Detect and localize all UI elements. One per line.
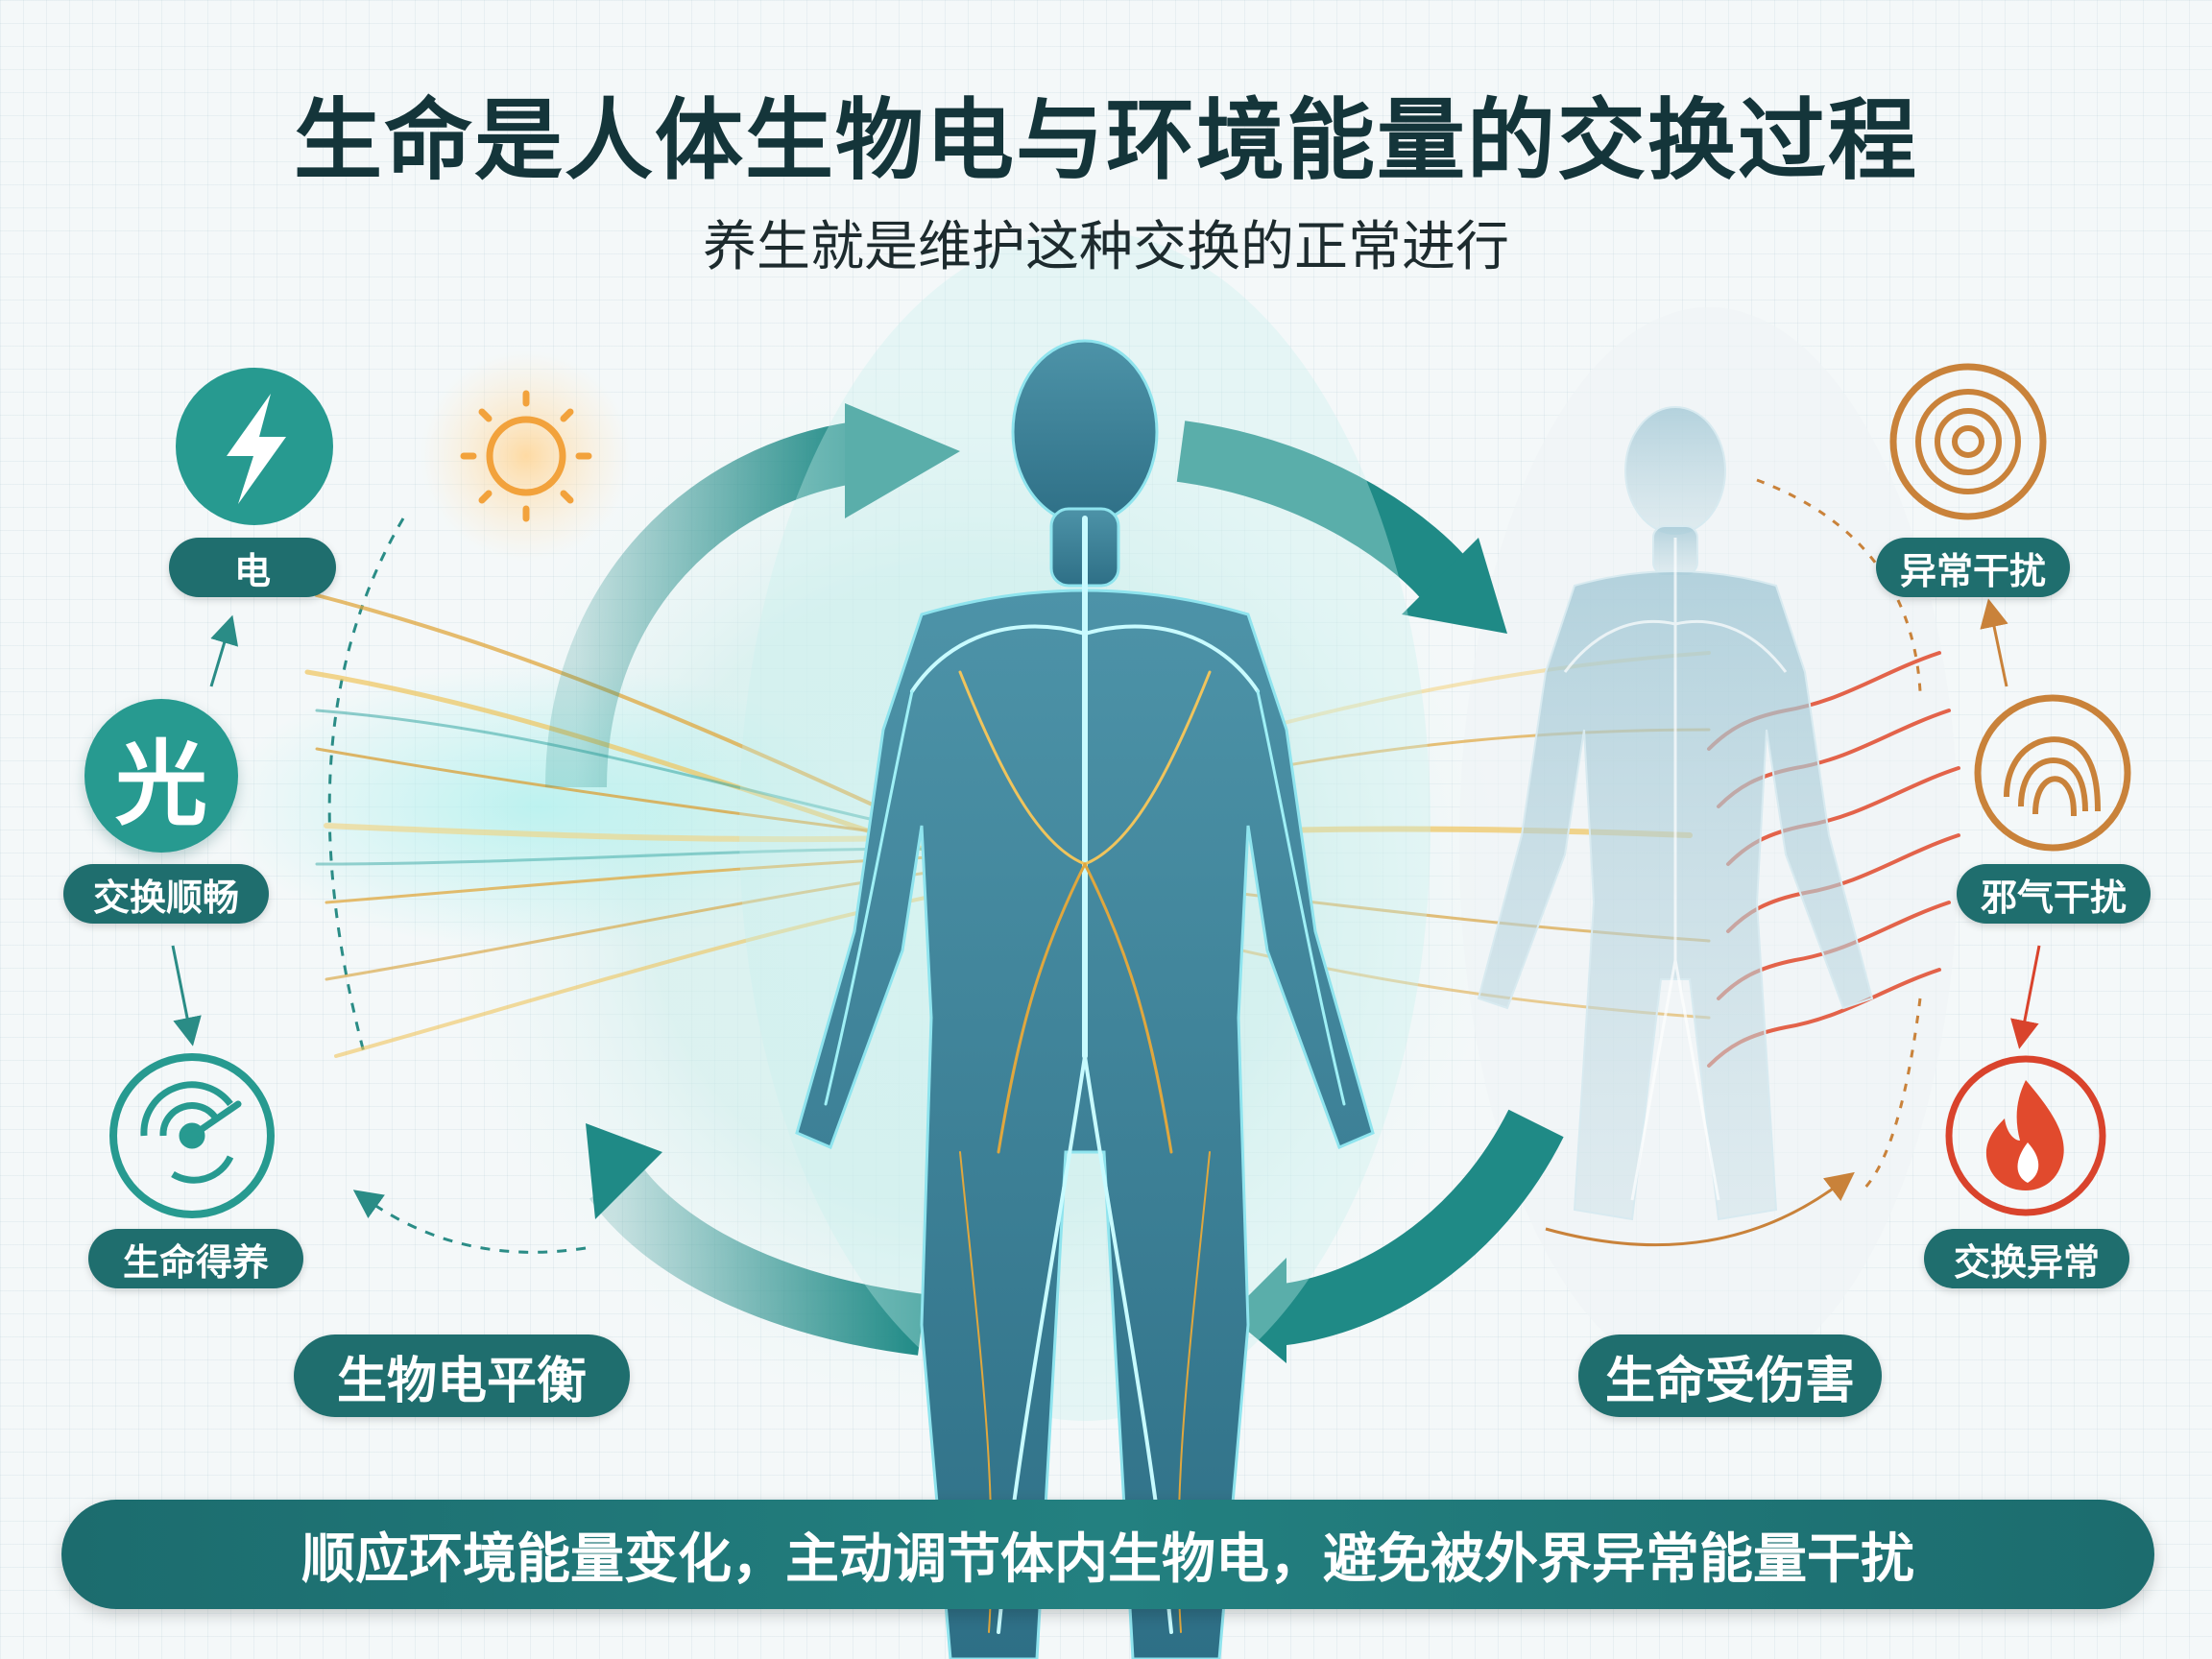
page-subtitle: 养生就是维护这种交换的正常进行 — [703, 216, 1509, 278]
sun-icon — [421, 350, 632, 562]
right-dashed-arc-top — [1756, 478, 1922, 692]
life-harmed-label: 生命受伤害 — [1578, 1334, 1882, 1417]
left-return-arrow — [352, 1190, 587, 1254]
right-return-arrow — [1545, 1171, 1855, 1247]
arrow-evil-to-abnormal — [1980, 598, 2008, 687]
evil-qi-interference-label: 邪气干扰 — [1957, 864, 2151, 924]
life-nourished-label: 生命得养 — [88, 1229, 303, 1288]
cycle-arrow-down-head — [1229, 1258, 1286, 1363]
nerve-network — [824, 516, 1346, 1634]
flame-icon — [1945, 1055, 2106, 1216]
smooth-exchange-label: 交换顺畅 — [63, 864, 269, 924]
cycle-arrow-up — [545, 421, 869, 788]
lightning-icon — [176, 368, 333, 525]
cycle-arrow-up-head — [845, 403, 960, 518]
electric-label: 电 — [169, 538, 336, 597]
bioelectric-balance-label: 生物电平衡 — [294, 1334, 630, 1417]
cycle-arrow-right-head — [1402, 538, 1507, 634]
affected-nerves — [1563, 538, 1788, 1201]
right-dashed-arc-bottom — [1861, 998, 1922, 1192]
arrow-light-to-electric — [209, 614, 239, 687]
cycle-arrow-right — [1176, 421, 1475, 605]
light-glyph-circle: 光 — [84, 699, 238, 853]
radar-icon — [109, 1053, 275, 1218]
energy-glow — [221, 662, 854, 950]
page-title: 生命是人体生物电与环境能量的交换过程 — [293, 89, 1918, 192]
cycle-arrow-left-head — [586, 1123, 662, 1219]
arrow-evil-to-exchange — [2010, 945, 2041, 1049]
concentric-rings-icon — [1889, 363, 2047, 520]
human-figure — [795, 339, 1375, 1659]
cycle-arrow-left — [589, 1162, 926, 1356]
arrow-light-to-life — [171, 945, 202, 1046]
abnormal-interference-label: 异常干扰 — [1876, 538, 2070, 597]
left-dashed-arc — [327, 517, 405, 1057]
footer-banner: 顺应环境能量变化，主动调节体内生物电，避免被外界异常能量干扰 — [61, 1500, 2154, 1609]
abnormal-exchange-label: 交换异常 — [1924, 1229, 2129, 1288]
cycle-arrow-down — [1273, 1109, 1564, 1346]
fingerprint-icon — [1974, 694, 2131, 852]
